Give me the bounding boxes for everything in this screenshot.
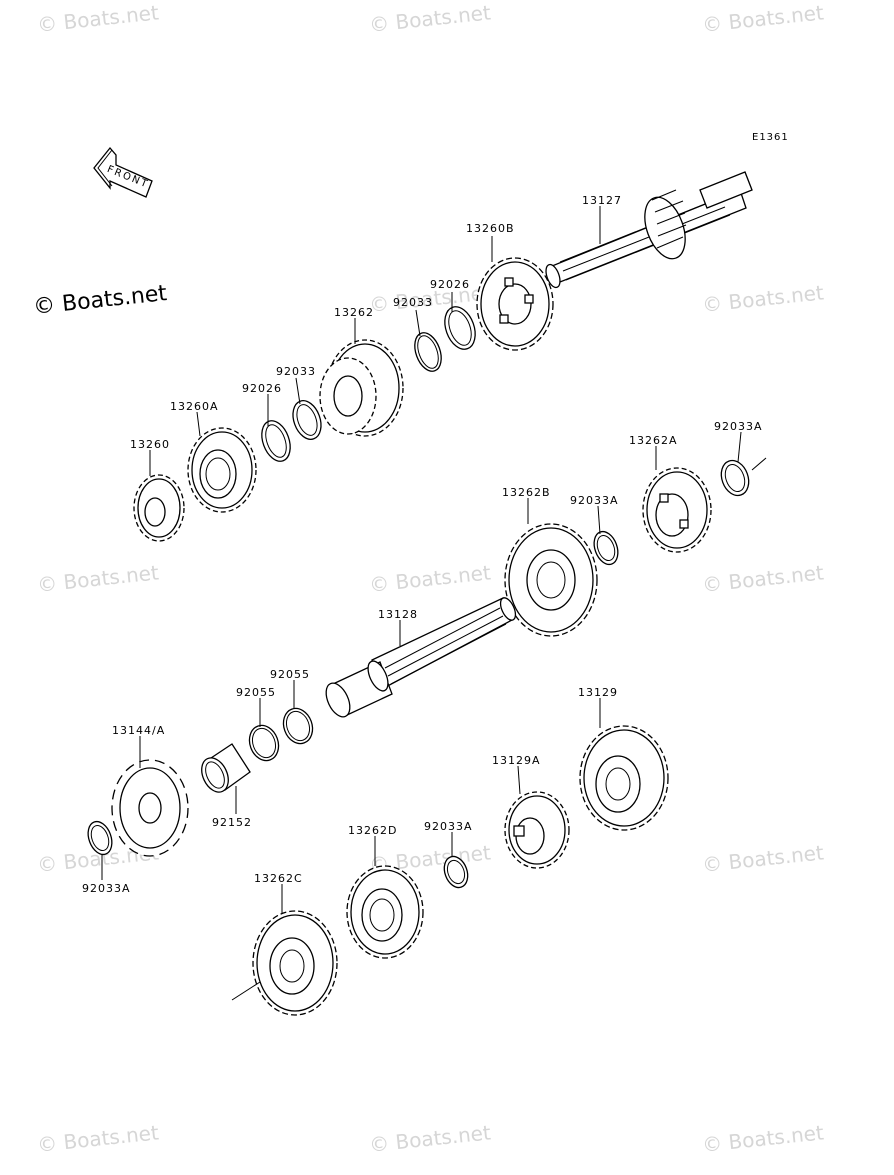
callout-92055-right[interactable]: 92055	[270, 668, 310, 681]
gear-13262	[319, 339, 404, 437]
front-arrow: FRONT	[93, 146, 153, 198]
watermark: © Boats.net	[36, 560, 160, 597]
figure-code: E1361	[752, 132, 789, 143]
callout-13262A[interactable]: 13262A	[629, 434, 678, 447]
gear-13262B	[504, 523, 598, 637]
washer-92026-upper	[444, 306, 476, 350]
callout-92026-upper[interactable]: 92026	[430, 278, 470, 291]
shaft-13128	[325, 597, 517, 718]
callout-13260[interactable]: 13260	[130, 438, 170, 451]
callout-92033A-left[interactable]: 92033A	[82, 882, 131, 895]
circlip-92033-lower	[292, 400, 322, 440]
callout-92033-upper[interactable]: 92033	[393, 296, 433, 309]
watermark: © Boats.net	[368, 0, 492, 37]
gear-13260	[133, 474, 185, 542]
gear-13262C	[252, 910, 338, 1016]
circlip-92033A-left	[87, 820, 113, 856]
watermark: © Boats.net	[36, 0, 160, 37]
watermark: © Boats.net	[701, 560, 825, 597]
alignment-arrow	[231, 981, 261, 1001]
callout-13144A[interactable]: 13144/A	[112, 724, 165, 737]
oring-92055-left	[248, 724, 280, 762]
circlip-92033A-right-top	[720, 459, 750, 497]
gear-13260A	[187, 427, 257, 513]
sprocket-13144A	[111, 759, 189, 857]
watermark: © Boats.net	[701, 280, 825, 317]
callout-13129A[interactable]: 13129A	[492, 754, 541, 767]
callout-13262[interactable]: 13262	[334, 306, 374, 319]
washer-92026-lower	[261, 420, 291, 462]
leader-lines	[101, 206, 742, 914]
callout-92026-lower[interactable]: 92026	[242, 382, 282, 395]
collar-92152	[201, 743, 251, 793]
brand-logo: © Boats.net	[32, 281, 168, 320]
callout-92033A-mid[interactable]: 92033A	[570, 494, 619, 507]
callout-labels: 13127 13260B 92026 92033 13262 92033 920…	[82, 194, 763, 895]
callout-13128[interactable]: 13128	[378, 608, 418, 621]
callout-92033A-lower[interactable]: 92033A	[424, 820, 473, 833]
watermark: © Boats.net	[701, 840, 825, 877]
callout-92033A-right-top[interactable]: 92033A	[714, 420, 763, 433]
callout-13262C[interactable]: 13262C	[254, 872, 303, 885]
callout-92055-left[interactable]: 92055	[236, 686, 276, 699]
gear-13262A	[642, 467, 712, 553]
watermark: © Boats.net	[368, 1120, 492, 1157]
circlip-92033-upper	[414, 332, 442, 372]
callout-13262D[interactable]: 13262D	[348, 824, 397, 837]
callout-13129[interactable]: 13129	[578, 686, 618, 699]
watermark: © Boats.net	[36, 1120, 160, 1157]
watermark: © Boats.net	[701, 1120, 825, 1157]
callout-92033-lower[interactable]: 92033	[276, 365, 316, 378]
circlip-92033A-lower	[443, 855, 469, 889]
watermark-layer: © Boats.net © Boats.net © Boats.net © Bo…	[36, 0, 825, 1157]
gear-13262D	[346, 865, 424, 959]
gear-13129A	[504, 791, 570, 869]
callout-13260A[interactable]: 13260A	[170, 400, 219, 413]
gear-13260B	[476, 257, 554, 351]
watermark: © Boats.net	[368, 560, 492, 597]
callout-13127[interactable]: 13127	[582, 194, 622, 207]
watermark: © Boats.net	[701, 0, 825, 37]
callout-92152[interactable]: 92152	[212, 816, 252, 829]
gear-13129	[579, 725, 669, 831]
shaft-13127	[545, 171, 753, 289]
callout-13260B[interactable]: 13260B	[466, 222, 515, 235]
oring-92055-right	[282, 707, 314, 745]
callout-13262B[interactable]: 13262B	[502, 486, 551, 499]
